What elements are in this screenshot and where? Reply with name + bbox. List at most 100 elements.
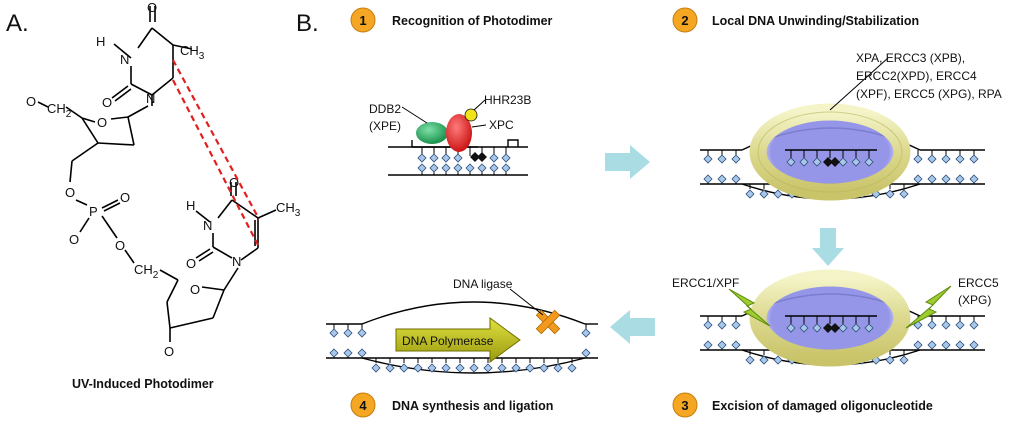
dna-base — [357, 348, 367, 358]
dna-base — [441, 163, 451, 173]
step-title: Excision of damaged oligonucleotide — [712, 399, 933, 413]
dna-base — [731, 320, 741, 330]
thymine-dimer — [823, 157, 833, 167]
dna-base — [329, 328, 339, 338]
dna-base — [812, 157, 822, 167]
polymerase-label: DNA Polymerase — [402, 334, 494, 348]
dna-base — [453, 153, 463, 163]
dna-base — [969, 320, 979, 330]
dna-base — [427, 363, 437, 373]
atom-ch3: CH3 — [276, 200, 301, 219]
dna-base — [913, 154, 923, 164]
dna-base — [773, 355, 783, 365]
dna-base — [799, 157, 809, 167]
atom-ch3: CH3 — [180, 43, 205, 62]
arrow-left — [610, 310, 655, 344]
dna-base — [913, 174, 923, 184]
dna-base — [731, 154, 741, 164]
dna-base — [759, 189, 769, 199]
step-badge — [672, 392, 698, 418]
ddb2-label: DDB2 — [369, 102, 401, 116]
arrow-right — [605, 145, 650, 179]
dna-base — [941, 174, 951, 184]
atom-h: H — [96, 34, 105, 49]
thymine-dimer — [823, 323, 833, 333]
dna-base — [525, 363, 535, 373]
step-number: 1 — [359, 13, 366, 28]
dna-base — [343, 348, 353, 358]
dna-base — [899, 355, 909, 365]
lower-thymine-bonds — [195, 182, 277, 262]
panel-b: B. 1 Recognition of Photodimer 2 Local D… — [296, 7, 1002, 418]
step-2-header: 2 Local DNA Unwinding/Stabilization — [672, 7, 919, 33]
phosphate-bonds — [75, 199, 135, 264]
cyclobutane-dimer-bonds — [172, 59, 260, 246]
step-badge — [350, 392, 376, 418]
step-title: Recognition of Photodimer — [392, 14, 553, 28]
xpg-label: (XPG) — [958, 293, 991, 307]
dna-base — [851, 323, 861, 333]
ercc5-label: ERCC5 — [958, 276, 999, 290]
dna-base — [941, 320, 951, 330]
thymine-dimer — [477, 152, 487, 162]
dna-base — [717, 154, 727, 164]
dna-base — [927, 340, 937, 350]
dna-base — [927, 154, 937, 164]
atom-n: N — [120, 52, 129, 67]
ligase-cross — [535, 309, 561, 335]
dna-base — [501, 153, 511, 163]
dna-base — [955, 174, 965, 184]
step4-synthesis: DNA Polymerase DNA ligase — [326, 277, 598, 374]
atom-n: N — [203, 218, 212, 233]
dna-base — [567, 363, 577, 373]
dna-base — [838, 323, 848, 333]
dna-base — [399, 363, 409, 373]
dna-base — [899, 189, 909, 199]
atom-o: O — [190, 282, 200, 297]
atom-n: N — [232, 254, 241, 269]
atom-o: O — [26, 94, 36, 109]
step-title: DNA synthesis and ligation — [392, 399, 553, 413]
dna-base — [773, 189, 783, 199]
dna-base — [497, 363, 507, 373]
dna-base — [429, 163, 439, 173]
thymine-dimer — [830, 157, 840, 167]
dna-base — [483, 363, 493, 373]
dna-base — [469, 363, 479, 373]
hhr23b-label: HHR23B — [484, 93, 531, 107]
upper-sugar-bonds — [37, 101, 149, 183]
step-badge — [672, 7, 698, 33]
atom-o: O — [147, 0, 157, 15]
step-number: 4 — [359, 398, 367, 413]
step3-excision: ERCC1/XPF ERCC5 (XPG) — [672, 269, 999, 367]
thymine-dimer — [470, 152, 480, 162]
atom-p: P — [89, 204, 98, 219]
arrow-down — [812, 228, 844, 266]
dna-base — [864, 157, 874, 167]
dna-base — [703, 340, 713, 350]
dna-base — [581, 328, 591, 338]
ercc1-xpf-lightning — [728, 288, 771, 327]
dna-base — [812, 323, 822, 333]
dna-base — [717, 320, 727, 330]
atom-ch2: CH2 — [134, 262, 159, 281]
dna-base — [799, 323, 809, 333]
step-title: Local DNA Unwinding/Stabilization — [712, 14, 919, 28]
dna-base — [489, 163, 499, 173]
dna-base — [851, 157, 861, 167]
atom-o: O — [115, 238, 125, 253]
dna-polymerase-arrow — [395, 317, 521, 363]
dna-base — [385, 363, 395, 373]
dna-base — [501, 163, 511, 173]
dna-base — [927, 174, 937, 184]
dna-base — [441, 153, 451, 163]
atom-o: O — [65, 185, 75, 200]
panel-a-label: A. — [6, 10, 29, 37]
dna-base — [371, 363, 381, 373]
thymine-dimer — [830, 323, 840, 333]
lower-sugar-bonds — [159, 267, 239, 342]
step-4-header: 4 DNA synthesis and ligation — [350, 392, 553, 418]
dna-base — [465, 163, 475, 173]
dna-base — [913, 340, 923, 350]
